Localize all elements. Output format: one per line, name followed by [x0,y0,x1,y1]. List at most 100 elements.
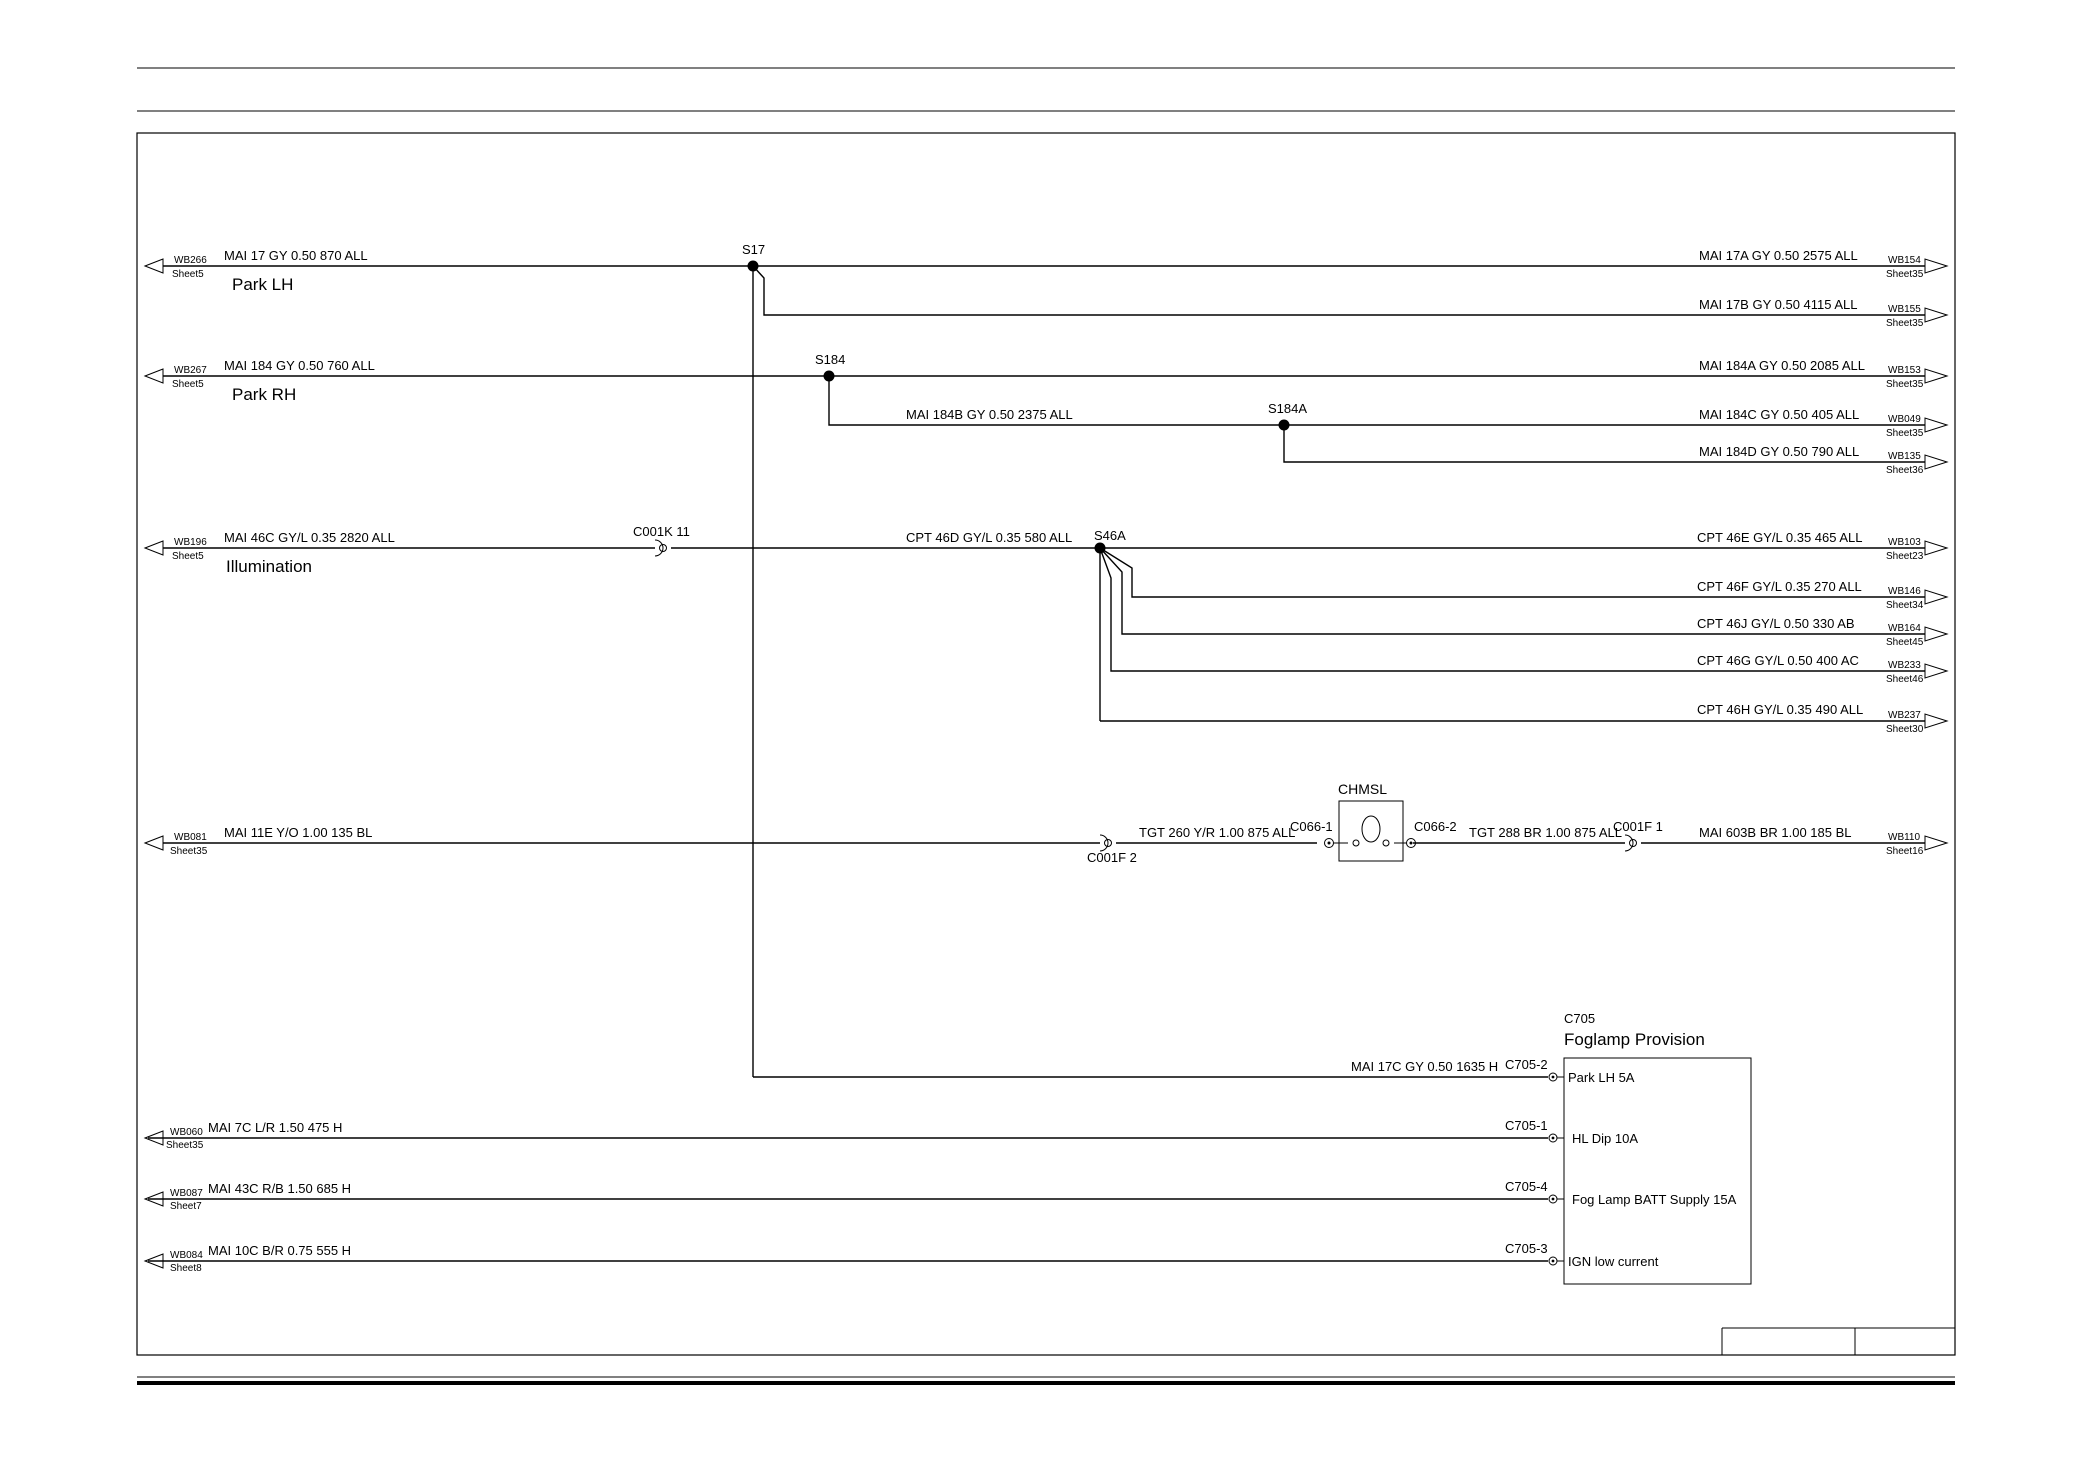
svg-text:S184: S184 [815,352,845,367]
right-terminal-wb233: WB233 Sheet46 [1886,660,1949,685]
svg-text:S46A: S46A [1094,528,1126,543]
right-terminal-wb153: WB153 Sheet35 [1886,365,1949,390]
wire-label-7c: MAI 7C L/R 1.50 475 H [208,1120,342,1135]
wire-label-184d: MAI 184D GY 0.50 790 ALL [1699,444,1859,459]
left-terminal-wb081: WB081 Sheet35 [143,832,208,857]
svg-text:WB087: WB087 [170,1188,203,1199]
svg-text:WB153: WB153 [1888,365,1921,376]
wire-label-10c: MAI 10C B/R 0.75 555 H [208,1243,351,1258]
wire-label-46c: MAI 46C GY/L 0.35 2820 ALL [224,530,395,545]
connector-c001k-11: C001K 11 [633,524,690,557]
foglamp-provision-module: C705 Foglamp Provision C705-2 C705-1 C70… [1505,1011,1752,1285]
right-terminal-wb164: WB164 Sheet45 [1886,623,1949,648]
svg-text:Fog Lamp BATT Supply 15A: Fog Lamp BATT Supply 15A [1572,1192,1737,1207]
svg-text:Park LH 5A: Park LH 5A [1568,1070,1635,1085]
svg-text:Sheet45: Sheet45 [1886,637,1924,648]
svg-text:Sheet36: Sheet36 [1886,465,1924,476]
svg-text:Sheet7: Sheet7 [170,1201,202,1212]
svg-text:Sheet46: Sheet46 [1886,674,1924,685]
circuit-name-park-rh: Park RH [232,385,296,404]
svg-text:Foglamp Provision: Foglamp Provision [1564,1030,1705,1049]
left-terminal-wb087: WB087 Sheet7 [143,1188,203,1212]
wire-label-46f: CPT 46F GY/L 0.35 270 ALL [1697,579,1862,594]
svg-text:WB084: WB084 [170,1250,203,1261]
svg-text:WB110: WB110 [1888,832,1920,843]
left-terminal-wb196: WB196 Sheet5 [143,537,207,562]
svg-text:Sheet5: Sheet5 [172,379,204,390]
svg-text:WB266: WB266 [174,255,207,266]
svg-text:C001K 11: C001K 11 [633,524,690,539]
wire-label-46j: CPT 46J GY/L 0.50 330 AB [1697,616,1855,631]
svg-text:WB233: WB233 [1888,660,1921,671]
svg-text:C705: C705 [1564,1011,1595,1026]
wire-label-184b: MAI 184B GY 0.50 2375 ALL [906,407,1073,422]
svg-text:Sheet35: Sheet35 [170,846,208,857]
svg-text:Sheet35: Sheet35 [1886,318,1924,329]
wire-label-11e: MAI 11E Y/O 1.00 135 BL [224,825,372,840]
svg-text:CHMSL: CHMSL [1338,781,1387,797]
wire-label-17c: MAI 17C GY 0.50 1635 H [1351,1059,1498,1074]
svg-text:HL Dip 10A: HL Dip 10A [1572,1131,1638,1146]
svg-text:S17: S17 [742,242,765,257]
wire-label-46g: CPT 46G GY/L 0.50 400 AC [1697,653,1859,668]
svg-text:WB146: WB146 [1888,586,1921,597]
right-terminal-wb155: WB155 Sheet35 [1886,304,1949,329]
splice-s17: S17 [742,242,765,272]
svg-text:WB196: WB196 [174,537,207,548]
splice-s46a: S46A [1094,528,1126,554]
wire-label-260: TGT 260 Y/R 1.00 875 ALL [1139,825,1295,840]
wire-label-46d: CPT 46D GY/L 0.35 580 ALL [906,530,1072,545]
svg-text:Sheet16: Sheet16 [1886,846,1924,857]
left-terminal-wb267: WB267 Sheet5 [143,365,207,390]
svg-text:C066-1: C066-1 [1290,819,1333,834]
wire-label-17a: MAI 17A GY 0.50 2575 ALL [1699,248,1858,263]
wire-label-184: MAI 184 GY 0.50 760 ALL [224,358,375,373]
wire-label-184a: MAI 184A GY 0.50 2085 ALL [1699,358,1865,373]
wire-label-46h: CPT 46H GY/L 0.35 490 ALL [1697,702,1863,717]
svg-text:C001F 1: C001F 1 [1613,819,1663,834]
svg-text:IGN low current: IGN low current [1568,1254,1659,1269]
right-terminal-wb146: WB146 Sheet34 [1886,586,1949,611]
svg-text:C705-3: C705-3 [1505,1241,1548,1256]
left-terminal-wb084: WB084 Sheet8 [143,1250,203,1274]
svg-text:WB103: WB103 [1888,537,1921,548]
right-terminal-wb103: WB103 Sheet23 [1886,537,1949,562]
circuit-name-park-lh: Park LH [232,275,293,294]
svg-text:Sheet8: Sheet8 [170,1263,202,1274]
svg-text:WB154: WB154 [1888,255,1921,266]
right-terminal-wb135: WB135 Sheet36 [1886,451,1949,476]
svg-text:Sheet35: Sheet35 [166,1140,204,1151]
svg-text:Sheet5: Sheet5 [172,269,204,280]
svg-text:WB060: WB060 [170,1127,203,1138]
connector-c001f-1: C001F 1 [1613,819,1663,852]
right-terminal-wb110: WB110 Sheet16 [1886,832,1949,857]
chmsl-lamp: CHMSL C066-1 C066-2 [1290,781,1457,862]
wire-label-184c: MAI 184C GY 0.50 405 ALL [1699,407,1859,422]
right-terminal-wb154: WB154 Sheet35 [1886,255,1949,280]
wire-label-46e: CPT 46E GY/L 0.35 465 ALL [1697,530,1863,545]
svg-text:WB164: WB164 [1888,623,1921,634]
circuit-name-illumination: Illumination [226,557,312,576]
svg-text:C705-1: C705-1 [1505,1118,1548,1133]
svg-text:WB237: WB237 [1888,710,1921,721]
left-terminal-wb266: WB266 Sheet5 [143,255,207,280]
wire-label-17: MAI 17 GY 0.50 870 ALL [224,248,368,263]
svg-text:S184A: S184A [1268,401,1307,416]
wire-label-288: TGT 288 BR 1.00 875 ALL [1469,825,1622,840]
svg-text:Sheet30: Sheet30 [1886,724,1924,735]
wire-labels: MAI 17 GY 0.50 870 ALL MAI 17A GY 0.50 2… [208,248,1865,1258]
svg-text:WB155: WB155 [1888,304,1921,315]
svg-text:WB049: WB049 [1888,414,1921,425]
svg-text:C705-2: C705-2 [1505,1057,1548,1072]
right-terminal-wb237: WB237 Sheet30 [1886,710,1949,735]
drawing-frame [136,132,1956,1356]
splice-s184a: S184A [1268,401,1307,431]
svg-text:Sheet35: Sheet35 [1886,428,1924,439]
svg-text:C066-2: C066-2 [1414,819,1457,834]
svg-text:C001F 2: C001F 2 [1087,850,1137,865]
wire-label-43c: MAI 43C R/B 1.50 685 H [208,1181,351,1196]
wires [148,265,1925,1262]
svg-text:Sheet5: Sheet5 [172,551,204,562]
svg-text:Sheet35: Sheet35 [1886,269,1924,280]
